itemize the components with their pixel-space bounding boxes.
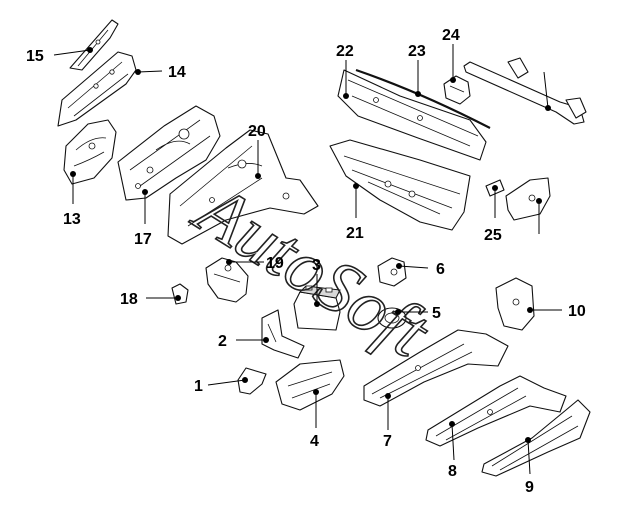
callout-2: 2 bbox=[218, 333, 227, 350]
part-24-bracket bbox=[505, 177, 551, 221]
part-20-cowl-top bbox=[337, 69, 487, 161]
callout-12: 14 bbox=[168, 64, 186, 81]
callout-3: 3 bbox=[312, 257, 321, 274]
callout-22: 24 bbox=[442, 27, 460, 44]
callout-23: 25 bbox=[484, 227, 502, 244]
part-17-mount bbox=[205, 257, 249, 303]
part-21-weatherstrip bbox=[355, 68, 491, 129]
part-25-reinforcement-bar bbox=[463, 57, 587, 125]
callout-20: 22 bbox=[336, 43, 354, 60]
part-7-front-side-member bbox=[363, 329, 509, 407]
part-12-upper-rail bbox=[57, 51, 137, 127]
part-11-strut-housing bbox=[63, 119, 117, 185]
callout-14: 17 bbox=[134, 231, 152, 248]
part-18-side-member-assembly bbox=[167, 129, 319, 245]
part-13-bracket bbox=[69, 19, 119, 71]
part-19-dash-panel bbox=[329, 139, 471, 231]
part-2-bracket bbox=[261, 309, 305, 359]
callout-21: 23 bbox=[408, 43, 426, 60]
part-15-clip bbox=[171, 283, 189, 305]
callout-5: 5 bbox=[432, 305, 441, 322]
callout-19: 21 bbox=[346, 225, 364, 242]
callout-13: 15 bbox=[26, 48, 44, 65]
part-10-panel bbox=[495, 277, 535, 331]
callout-17: 19 bbox=[266, 255, 284, 272]
part-8-side-member-extension bbox=[425, 375, 567, 447]
callout-1: 1 bbox=[194, 378, 203, 395]
callout-9: 9 bbox=[525, 479, 534, 496]
callout-7: 7 bbox=[383, 433, 392, 450]
part-4-tray bbox=[275, 359, 345, 411]
part-1-bracket bbox=[237, 367, 267, 395]
part-22-clip bbox=[443, 75, 471, 105]
callout-15: 18 bbox=[120, 291, 138, 308]
callout-11: 13 bbox=[63, 211, 81, 228]
callout-4: 4 bbox=[310, 433, 319, 450]
callout-10: 10 bbox=[568, 303, 586, 320]
callout-18: 20 bbox=[248, 123, 266, 140]
leader-lines bbox=[53, 44, 562, 475]
part-3-battery bbox=[293, 285, 341, 331]
callout-labels: 15 14 13 17 20 22 23 24 21 25 19 18 3 6 … bbox=[26, 27, 586, 496]
part-14-apron-panel bbox=[117, 105, 221, 201]
part-9-lower-reinforcement bbox=[481, 399, 591, 477]
callout-8: 8 bbox=[448, 463, 457, 480]
part-5-grommet bbox=[377, 307, 407, 329]
callout-6: 6 bbox=[436, 261, 445, 278]
